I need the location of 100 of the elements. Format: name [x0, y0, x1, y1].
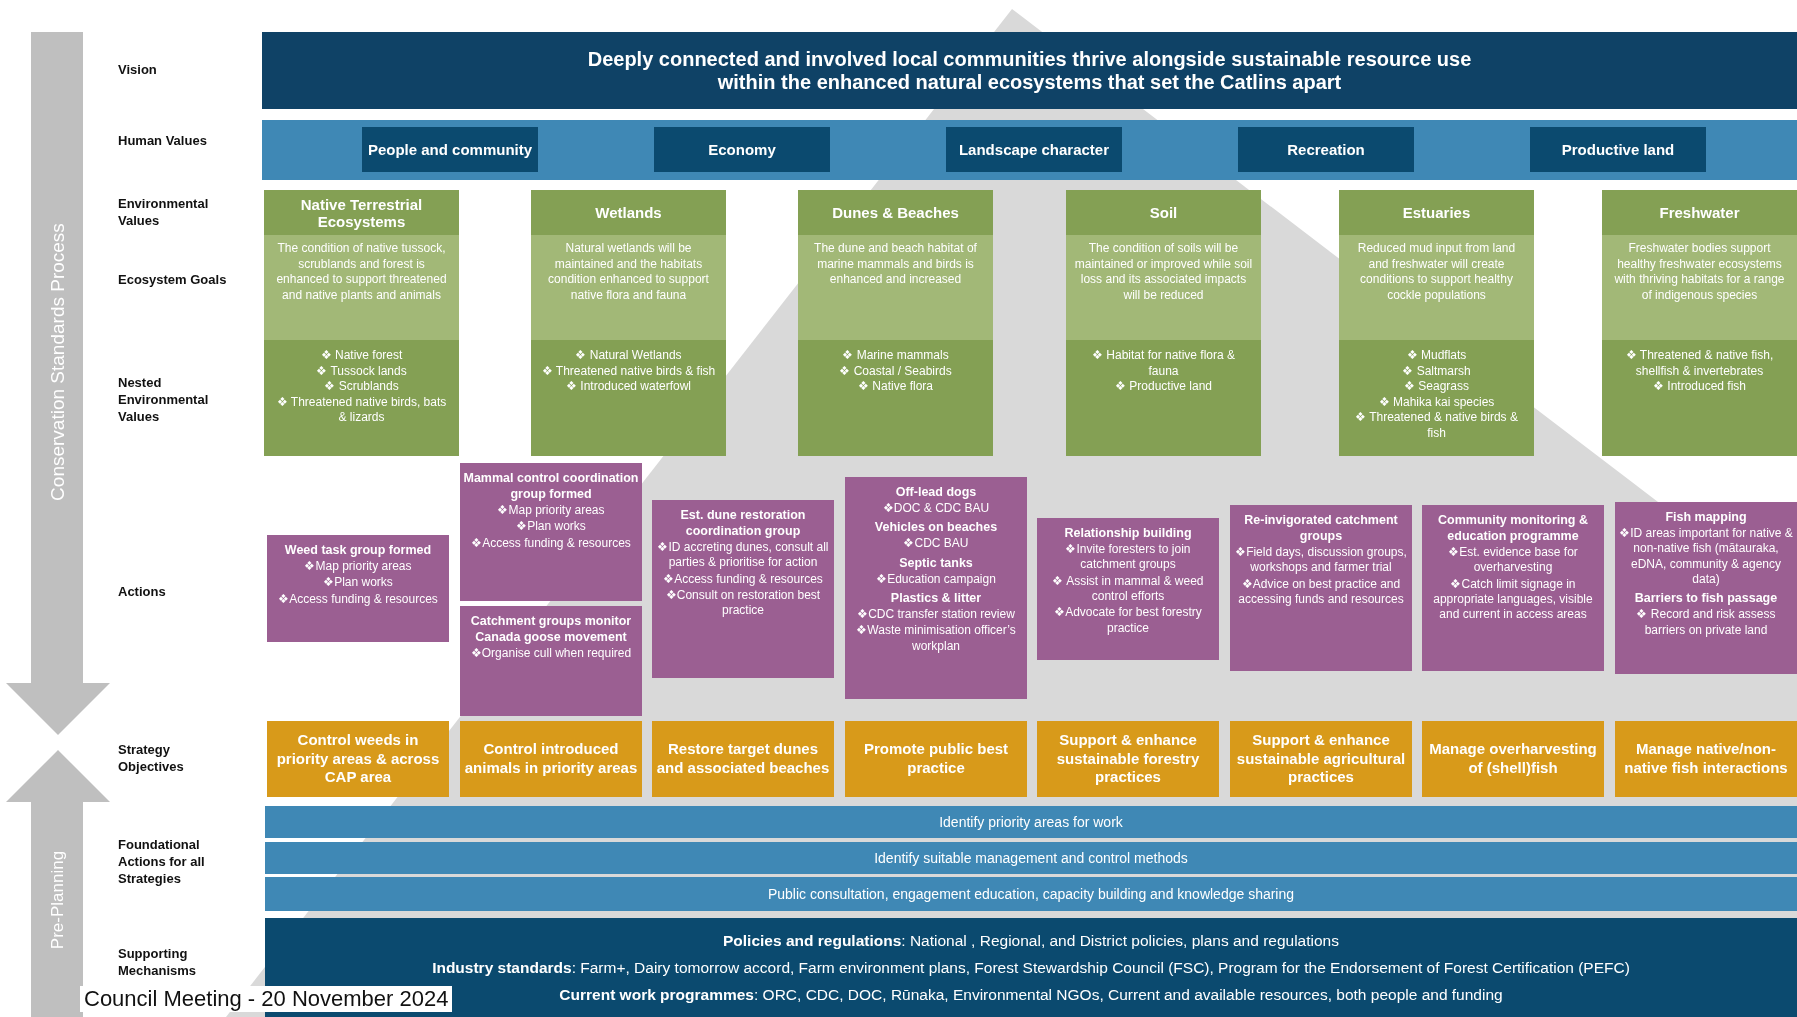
action-box — [1037, 518, 1219, 660]
objective-box: Control introduced animals in priority areas — [460, 721, 642, 797]
action-box — [1230, 505, 1412, 671]
action-box — [652, 500, 834, 678]
column-heading: Estuaries — [1401, 203, 1472, 223]
nested-value: ❖ Marine mammals — [841, 348, 950, 364]
value-box: Productive land — [1530, 127, 1706, 172]
action-box — [845, 477, 1027, 699]
nested-value: ❖ Natural Wetlands — [574, 348, 683, 364]
footer-text: Council Meeting - 20 November 2024 — [80, 986, 453, 1012]
nested-value: ❖ Habitat for native flora & fauna — [1090, 348, 1237, 380]
foundation-bar: Identify suitable management and control methods — [265, 842, 1797, 874]
column-heading: Dunes & Beaches — [831, 203, 960, 223]
value-column — [531, 190, 726, 456]
value-column — [1339, 190, 1534, 456]
column-heading: Wetlands — [594, 203, 663, 223]
row-label: Vision — [118, 62, 158, 79]
nested-value: ❖ Threatened native birds, bats & lizards — [275, 394, 448, 426]
action-item: ❖ Assist in mammal & weed control efforts — [1051, 573, 1205, 605]
nested-value: ❖ Introduced fish — [1651, 379, 1748, 395]
nested-value: ❖ Seagrass — [1403, 379, 1470, 395]
value-column — [264, 190, 459, 456]
column-heading: Native Terrestrial Ecosystems — [299, 194, 424, 232]
row-label: Foundational Actions for all Strategies — [118, 837, 206, 888]
action-box — [460, 606, 642, 716]
action-item: ❖Catch limit signage in appropriate languages, visible and current in access areas — [1432, 576, 1594, 623]
action-heading: Relationship building — [1063, 525, 1193, 541]
action-item: ❖Est. evidence base for overharvesting — [1447, 545, 1579, 576]
goal-text: Natural wetlands will be maintained and the habitats condition enhanced to support native flora and fauna — [531, 235, 726, 340]
row-label: Actions — [118, 584, 167, 601]
goal-text: The condition of soils will be maintained or improved while soil loss and its associated impacts will be reduced — [1066, 235, 1261, 340]
goal-text: Reduced mud input from land and freshwater will create conditions to support healthy cockle populations — [1339, 235, 1534, 340]
action-item: ❖Organise cull when required — [469, 646, 633, 662]
row-label: Ecosystem Goals — [118, 272, 228, 289]
action-heading: Off-lead dogs — [894, 484, 978, 500]
nested-value: ❖ Tussock lands — [315, 363, 408, 380]
action-item: ❖Education campaign — [875, 571, 997, 588]
action-heading: Catchment groups monitor Canada goose movement — [469, 613, 633, 645]
value-box: Recreation — [1238, 127, 1414, 172]
action-heading: Est. dune restoration coordination group — [679, 507, 807, 539]
nested-value: ❖ Introduced waterfowl — [564, 379, 693, 395]
nested-value: ❖ Native forest — [319, 348, 404, 364]
action-item: ❖ID accreting dunes, consult all parties & prioritise for action — [656, 540, 830, 571]
objective-box: Manage overharvesting of (shell)fish — [1422, 721, 1604, 797]
action-box — [267, 535, 449, 642]
row-label: Strategy Objectives — [118, 742, 185, 776]
row-label: Human Values — [118, 133, 208, 150]
value-box: People and community — [362, 127, 538, 172]
mechanism-text: Policies and regulations: National , Regional, and District policies, plans and regulations — [723, 930, 1339, 951]
objective-box: Restore target dunes and associated beaches — [652, 721, 834, 797]
objective-box: Manage native/non-native fish interactions — [1615, 721, 1797, 797]
action-item: ❖Consult on restoration best practice — [664, 588, 822, 619]
value-box: Landscape character — [946, 127, 1122, 172]
nested-value: ❖ Saltmarsh — [1401, 363, 1472, 380]
vision-banner: Deeply connected and involved local communities thrive alongside sustainable resource use within the enhanced natural ecosystems that set the Catlins apart — [262, 32, 1797, 109]
action-item: ❖DOC & CDC BAU — [881, 501, 991, 517]
nested-value: ❖ Mudflats — [1405, 348, 1468, 364]
action-item: ❖CDC BAU — [902, 536, 970, 552]
action-item: ❖Waste minimisation officer’s workplan — [855, 623, 1017, 655]
action-item: ❖Field days, discussion groups, workshops and farmer trial — [1234, 545, 1408, 576]
column-heading: Freshwater — [1658, 203, 1741, 223]
action-box — [1615, 502, 1797, 674]
action-heading: Weed task group formed — [283, 542, 433, 558]
objective-box: Support & enhance sustainable forestry practices — [1037, 721, 1219, 797]
value-box: Economy — [654, 127, 830, 172]
nested-value: ❖ Coastal / Seabirds — [838, 363, 953, 380]
mechanism-text: Industry standards: Farm+, Dairy tomorrow accord, Farm environment plans, Forest Stewardship Council (FSC), Program for the Endorsement of Forest Certification (PEFC) — [432, 957, 1630, 978]
nested-value: ❖ Threatened native birds & fish — [541, 363, 716, 380]
mechanism-text: Current work programmes: ORC, CDC, DOC, Rūnaka, Environmental NGOs, Current and available resources, both people and funding — [559, 985, 1503, 1006]
action-heading: Community monitoring & education programme — [1437, 512, 1589, 544]
action-heading: Septic tanks — [898, 554, 974, 571]
arrow-label: Conservation Standards Process — [47, 223, 69, 501]
action-item: ❖Map priority areas — [496, 503, 606, 519]
nested-value: ❖ Scrublands — [323, 379, 400, 395]
objective-box: Support & enhance sustainable agricultural practices — [1230, 721, 1412, 797]
values-band — [262, 120, 1797, 180]
goal-text: The condition of native tussock, scrublands and forest is enhanced to support threatened and native plants and animals — [264, 235, 459, 340]
goal-text: The dune and beach habitat of marine mammals and birds is enhanced and increased — [798, 235, 993, 340]
action-item: ❖Plan works — [515, 519, 587, 535]
row-label: Environmental Values — [118, 196, 210, 230]
action-box — [1422, 505, 1604, 671]
goal-text: Freshwater bodies support healthy freshwater ecosystems with thriving habitats for a range of indigenous species — [1602, 235, 1797, 340]
nested-value: ❖ Threatened & native birds & fish — [1354, 410, 1519, 442]
action-item: ❖Access funding & resources — [470, 535, 632, 552]
action-item: ❖Access funding & resources — [662, 571, 824, 588]
value-column — [798, 190, 993, 456]
row-label: Supporting Mechanisms — [118, 946, 198, 980]
foundation-bar: Public consultation, engagement education, capacity building and knowledge sharing — [265, 877, 1797, 911]
action-item: ❖CDC transfer station review — [856, 607, 1016, 623]
action-heading: Re-invigorated catchment groups — [1243, 512, 1399, 544]
action-heading: Barriers to fish passage — [1633, 590, 1779, 607]
nested-value: ❖ Mahika kai species — [1377, 394, 1496, 411]
row-label: Nested Environmental Values — [118, 375, 210, 426]
action-heading: Vehicles on beaches — [873, 519, 999, 536]
action-item: ❖ID areas important for native & non-native fish (mātauraka, eDNA, community & agency data) — [1618, 526, 1794, 588]
action-item: ❖Advocate for best forestry practice — [1053, 605, 1203, 637]
action-item: ❖ Record and risk assess barriers on private land — [1635, 607, 1777, 639]
nested-value: ❖ Productive land — [1113, 379, 1214, 395]
objective-box: Control weeds in priority areas & across CAP area — [267, 721, 449, 797]
arrow-label: Pre-Planning — [48, 850, 68, 950]
